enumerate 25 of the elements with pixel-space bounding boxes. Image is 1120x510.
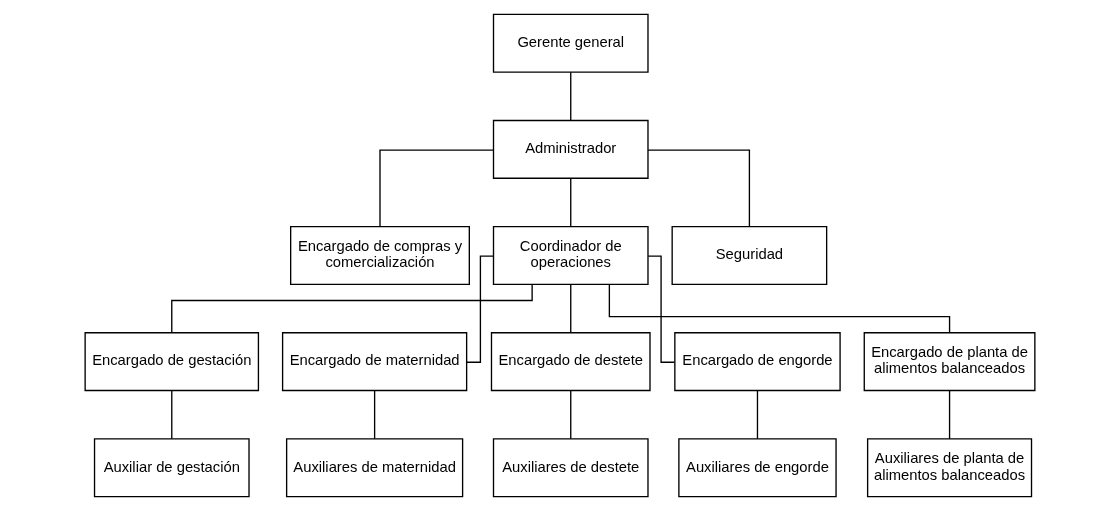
- node-box: Encargado de maternidad: [281, 331, 468, 391]
- node-box: Seguridad: [671, 225, 828, 285]
- connector: [379, 148, 494, 227]
- node-box: Auxiliares de maternidad: [285, 437, 464, 497]
- node-box: Encargado de planta de alimentos balanceados: [863, 331, 1036, 391]
- node-box: Auxiliares de planta de alimentos balanceados: [866, 437, 1033, 497]
- node-box: Administrador: [492, 119, 649, 179]
- node-box: Auxiliar de gestación: [93, 437, 250, 497]
- connector: [948, 389, 951, 439]
- node-box: Coordinador de operaciones: [492, 225, 649, 285]
- node-box: Encargado de engorde: [674, 331, 841, 391]
- node-box: Auxiliares de destete: [492, 437, 649, 497]
- node-box: Auxiliares de engorde: [678, 437, 837, 497]
- connector: [570, 71, 572, 121]
- node-box: Encargado de gestación: [84, 331, 260, 391]
- node-box: Gerente general: [492, 13, 649, 73]
- connector: [373, 389, 376, 439]
- connector: [756, 389, 759, 439]
- connector: [570, 389, 572, 439]
- connector: [570, 177, 572, 227]
- connector: [570, 283, 572, 333]
- node-box: Encargado de compras y comercialización: [290, 225, 470, 285]
- connector: [647, 148, 751, 227]
- connector: [171, 389, 173, 439]
- node-box: Encargado de destete: [490, 331, 651, 391]
